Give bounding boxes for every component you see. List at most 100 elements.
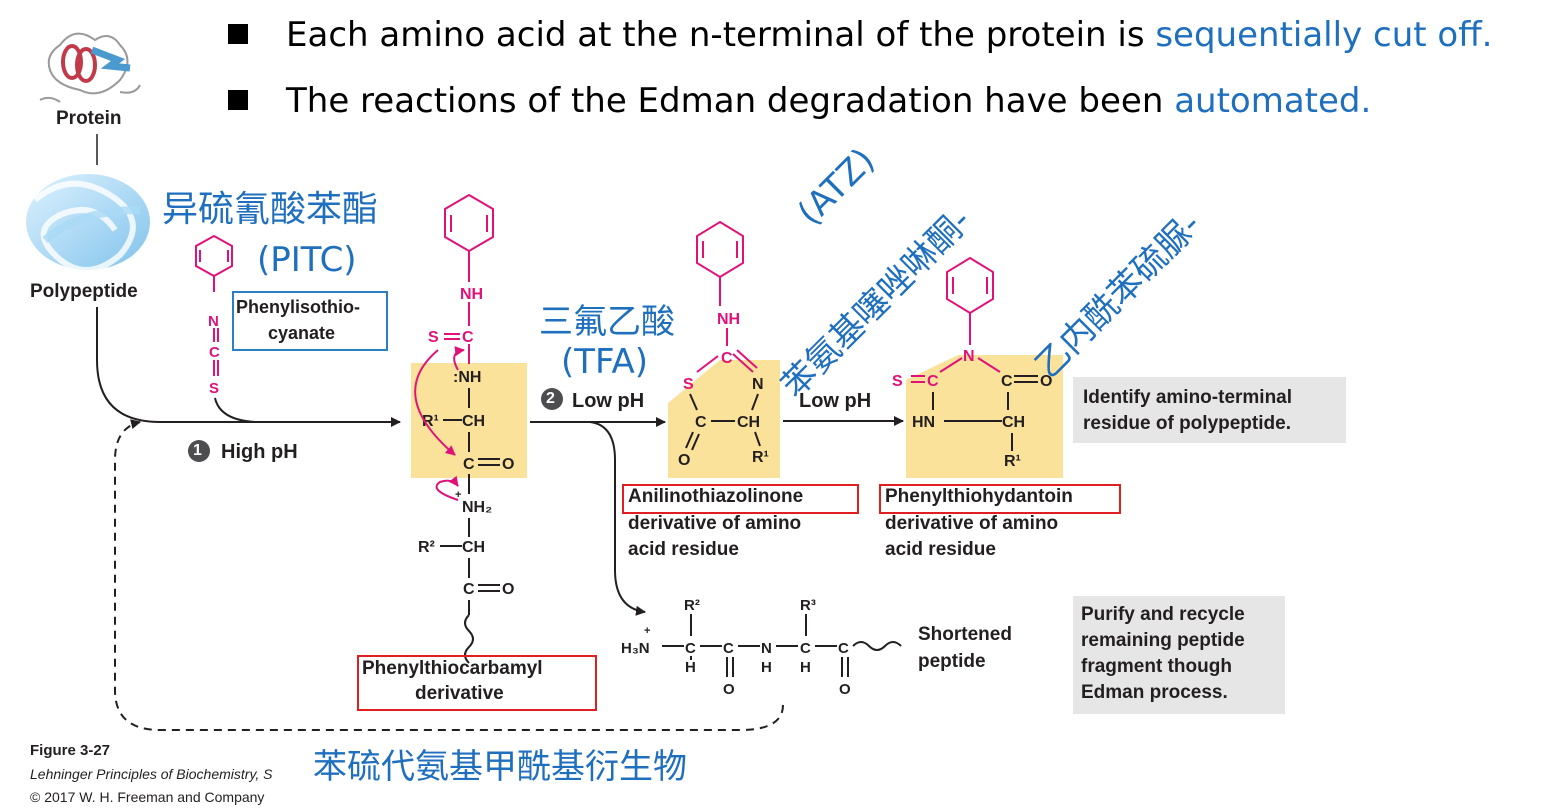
svg-text:S: S (428, 329, 439, 346)
svg-text:O: O (723, 681, 735, 698)
bullet-square-icon (228, 24, 248, 44)
svg-text:H₃N: H₃N (621, 640, 650, 657)
svg-text:O: O (678, 452, 690, 469)
pth-name-box (879, 484, 1121, 514)
svg-text:N: N (963, 348, 975, 365)
svg-text:C: C (721, 350, 733, 367)
ptc-name-line-1: Phenylthiocarbamyl (362, 658, 543, 679)
svg-text:O: O (502, 456, 514, 473)
svg-text:C: C (723, 640, 734, 657)
svg-text:C: C (462, 329, 474, 346)
identify-line-2: residue of polypeptide. (1083, 413, 1291, 434)
atz-name-line-3: acid residue (628, 539, 739, 560)
svg-text:S: S (683, 376, 694, 393)
ptc-structure: NH S C :NH R¹ CH C O + NH₂ R² CH C O (414, 193, 514, 664)
svg-text:CH: CH (1002, 414, 1025, 431)
svg-text:R²: R² (418, 539, 435, 556)
svg-text:O: O (502, 581, 514, 598)
svg-text:+: + (455, 489, 461, 501)
step-1-circle (188, 440, 210, 462)
purify-line-1: Purify and recycle (1081, 604, 1245, 625)
bullet-square-icon (228, 90, 248, 110)
pitc-chinese-annotation: 异硫氰酸苯酯 (162, 189, 379, 230)
pitc-name-box (232, 291, 388, 351)
atz-name-line-2: derivative of amino (628, 513, 802, 534)
identify-line-1: Identify amino-terminal (1083, 387, 1293, 408)
svg-text:R¹: R¹ (422, 413, 439, 430)
svg-text:C: C (463, 581, 475, 598)
svg-text:C: C (838, 640, 849, 657)
bullet-1: Each amino acid at the n-terminal of the… (228, 15, 1492, 55)
shortened-peptide-line-2: peptide (918, 651, 986, 672)
protein-label: Protein (56, 108, 122, 129)
svg-text:HN: HN (912, 414, 935, 431)
ptc-chinese-annotation: 苯硫代氨基甲酰基衍生物 (313, 747, 687, 787)
pth-name-line-2: derivative of amino (885, 513, 1059, 534)
svg-text:N: N (208, 313, 219, 330)
svg-text:+: + (644, 625, 650, 637)
ptc-highlight (411, 363, 527, 478)
pitc-abbr-annotation: (PITC) (257, 240, 357, 280)
svg-text:NH: NH (717, 311, 740, 328)
svg-text:N: N (752, 376, 764, 393)
figure-source: Lehninger Principles of Biochemistry, S (30, 766, 273, 782)
pitc-name-line-2: cyanate (268, 323, 336, 343)
svg-text:CH: CH (737, 414, 760, 431)
svg-text:H: H (685, 659, 696, 676)
bullet-2-highlight: automated. (1174, 81, 1372, 121)
polypeptide-icon (26, 174, 150, 273)
svg-text:R³: R³ (800, 597, 816, 614)
tfa-abbr-annotation: (TFA) (561, 342, 648, 382)
svg-text:C: C (463, 456, 475, 473)
pth-name-line-3: acid residue (885, 539, 996, 560)
bullet-1-highlight: sequentially cut off. (1155, 15, 1493, 55)
ptc-name-line-2: derivative (415, 683, 504, 704)
pitc-name-line-1: Phenylisothio- (236, 297, 361, 317)
svg-text::NH: :NH (453, 369, 481, 386)
bullet-2-text: The reactions of the Edman degradation h… (286, 81, 1175, 121)
svg-text:H: H (800, 659, 811, 676)
bullet-2: The reactions of the Edman degradation h… (228, 81, 1371, 121)
svg-text:C: C (1001, 373, 1013, 390)
svg-text:CH: CH (462, 539, 485, 556)
protein-icon (39, 32, 141, 103)
pth-name-line-1: Phenylthiohydantoin (885, 486, 1073, 507)
atz-structure: NH C S N C CH O R¹ (678, 220, 769, 469)
svg-text:C: C (800, 640, 811, 657)
shortened-peptide-line-1: Shortened (918, 624, 1012, 645)
step-2-number: 2 (546, 390, 555, 407)
figure-copyright: © 2017 W. H. Freeman and Company (30, 789, 265, 805)
purify-line-2: remaining peptide (1081, 630, 1245, 651)
svg-text:C: C (209, 344, 220, 361)
svg-text:S: S (892, 373, 903, 390)
svg-text:CH: CH (462, 413, 485, 430)
svg-text:H: H (761, 659, 772, 676)
step-2-circle (541, 388, 563, 410)
svg-text:O: O (1040, 373, 1052, 390)
step-2-label: Low pH (572, 390, 645, 412)
pitc-structure (195, 234, 233, 376)
svg-text:R²: R² (684, 597, 700, 614)
svg-text:C: C (695, 414, 707, 431)
identify-box (1073, 377, 1346, 443)
svg-text:C: C (685, 640, 696, 657)
purify-line-3: fragment though (1081, 656, 1232, 677)
svg-text:S: S (209, 380, 219, 397)
svg-text:O: O (839, 681, 851, 698)
purify-box (1073, 596, 1285, 714)
polypeptide-label: Polypeptide (30, 281, 138, 302)
figure-number: Figure 3-27 (30, 742, 111, 759)
atz-name-box (622, 484, 859, 514)
pth-structure: N S C C O HN CH R¹ (892, 256, 1052, 470)
atz-name-line-1: Anilinothiazolinone (628, 486, 804, 507)
step-1-label: High pH (221, 441, 298, 463)
step-1-number: 1 (193, 442, 202, 459)
svg-text:NH: NH (460, 286, 483, 303)
purify-line-4: Edman process. (1081, 682, 1228, 703)
step-3-label: Low pH (799, 390, 872, 412)
bullet-1-text: Each amino acid at the n-terminal of the… (286, 15, 1156, 55)
svg-text:R¹: R¹ (1004, 453, 1021, 470)
ptc-name-box (357, 655, 597, 711)
